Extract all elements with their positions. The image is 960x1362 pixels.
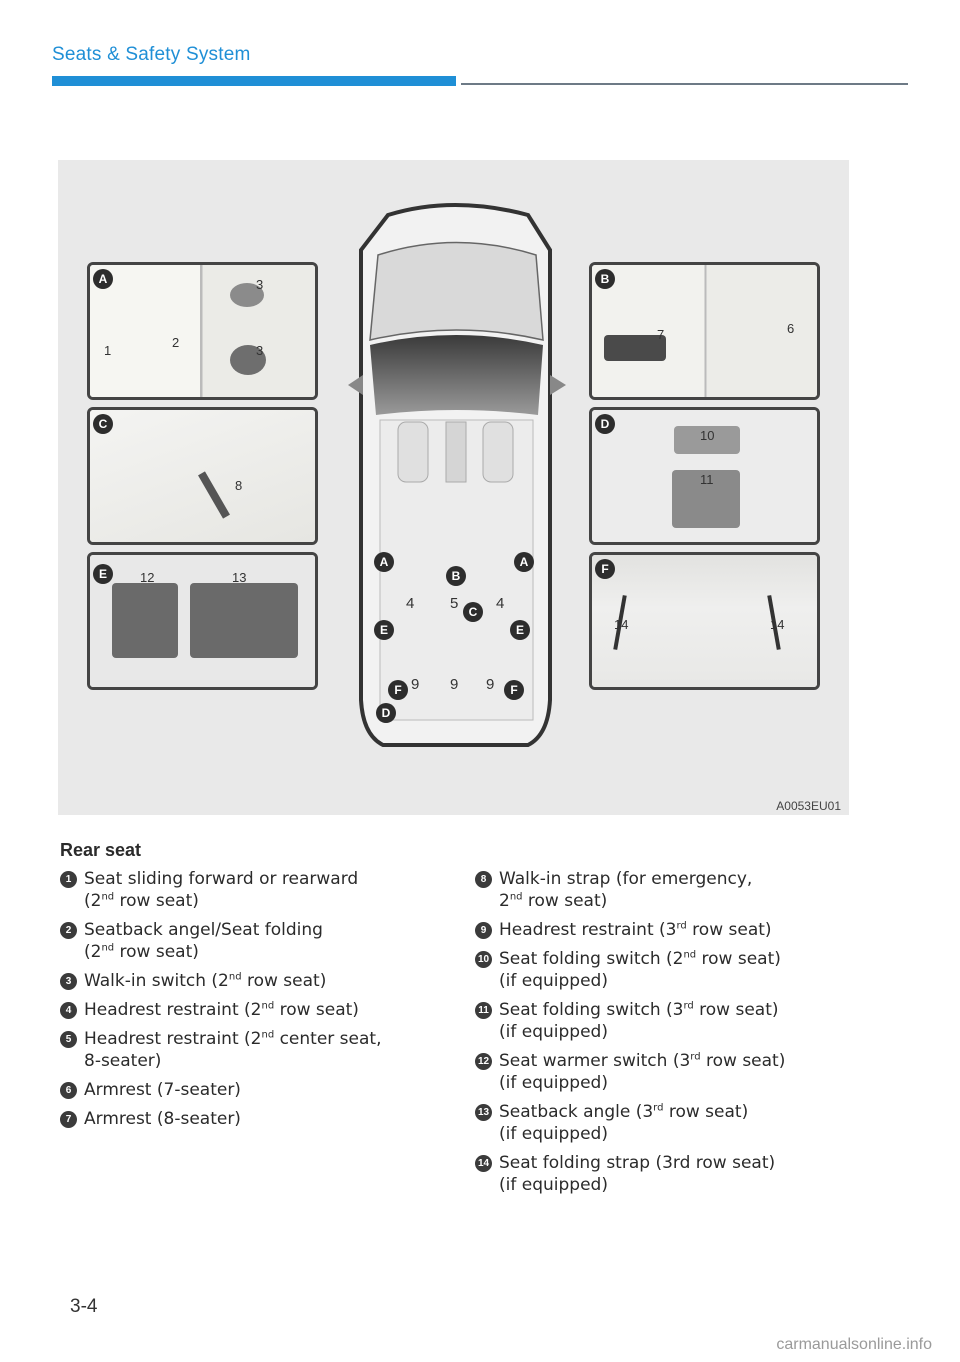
car-callout-5: 5 xyxy=(450,595,459,612)
figure-code: A0053EU01 xyxy=(776,799,841,813)
legend-item-9: 9 Headrest restraint (3rd row seat) xyxy=(475,919,845,941)
legend-item-12: 12 Seat warmer switch (3rd row seat) (if… xyxy=(475,1050,845,1094)
legend-right-column: 8 Walk-in strap (for emergency, 2nd row … xyxy=(475,868,845,1203)
callout-7: 7 xyxy=(657,327,665,342)
panel-a: 1 2 3 3 xyxy=(87,262,318,400)
watermark: carmanualsonline.info xyxy=(776,1336,932,1353)
legend-item-13: 13 Seatback angle (3rd row seat) (if equ… xyxy=(475,1101,845,1145)
marker-7: 7 xyxy=(60,1111,77,1128)
panel-c: 8 xyxy=(87,407,318,545)
header-rule-accent xyxy=(52,76,456,86)
marker-5: 5 xyxy=(60,1031,77,1048)
callout-10: 10 xyxy=(700,428,715,443)
legend-item-5: 5 Headrest restraint (2nd center seat, 8… xyxy=(60,1028,430,1072)
section-heading: Rear seat xyxy=(60,840,142,860)
car-label-a-right: A xyxy=(514,552,534,572)
car-label-c: C xyxy=(463,602,483,622)
callout-12: 12 xyxy=(140,570,155,585)
marker-13: 13 xyxy=(475,1104,492,1121)
panel-f: 14 14 xyxy=(589,552,820,690)
car-label-a-left: A xyxy=(374,552,394,572)
marker-6: 6 xyxy=(60,1082,77,1099)
car-label-d: D xyxy=(376,703,396,723)
callout-3b: 3 xyxy=(256,343,264,358)
legend-item-8: 8 Walk-in strap (for emergency, 2nd row … xyxy=(475,868,845,912)
legend-item-6: 6 Armrest (7-seater) xyxy=(60,1079,430,1101)
car-callout-4-left: 4 xyxy=(406,595,415,612)
panel-label-c: C xyxy=(93,414,113,434)
marker-4: 4 xyxy=(60,1002,77,1019)
panel-label-f: F xyxy=(595,559,615,579)
callout-8: 8 xyxy=(235,478,243,493)
car-windshield xyxy=(369,241,544,341)
legend-item-11: 11 Seat folding switch (3rd row seat) (i… xyxy=(475,999,845,1043)
legend-item-7: 7 Armrest (8-seater) xyxy=(60,1108,430,1130)
marker-12: 12 xyxy=(475,1053,492,1070)
legend-left-column: 1 Seat sliding forward or rearward (2nd … xyxy=(60,868,430,1137)
marker-3: 3 xyxy=(60,973,77,990)
legend-item-1: 1 Seat sliding forward or rearward (2nd … xyxy=(60,868,430,912)
callout-3a: 3 xyxy=(256,277,264,292)
panel-label-e: E xyxy=(93,564,113,584)
callout-11: 11 xyxy=(700,472,714,487)
callout-2: 2 xyxy=(172,335,180,350)
panel-d: 10 11 xyxy=(589,407,820,545)
panel-label-a: A xyxy=(93,269,113,289)
callout-14b: 14 xyxy=(770,617,785,632)
legend-item-4: 4 Headrest restraint (2nd row seat) xyxy=(60,999,430,1021)
car-callout-9-center: 9 xyxy=(450,676,459,693)
seat-diagram-figure: 1 2 3 3 A 8 C 12 13 E 7 6 B 10 11 D xyxy=(58,160,849,815)
car-label-b: B xyxy=(446,566,466,586)
page-number: 3-4 xyxy=(70,1296,98,1317)
header-rule xyxy=(461,83,908,85)
car-callout-4-right: 4 xyxy=(496,595,505,612)
callout-6: 6 xyxy=(787,321,795,336)
panel-label-b: B xyxy=(595,269,615,289)
marker-8: 8 xyxy=(475,871,492,888)
panel-label-d: D xyxy=(595,414,615,434)
legend-item-3: 3 Walk-in switch (2nd row seat) xyxy=(60,970,430,992)
legend-item-2: 2 Seatback angel/Seat folding (2nd row s… xyxy=(60,919,430,963)
car-callout-9-right: 9 xyxy=(486,676,495,693)
car-label-e-right: E xyxy=(510,620,530,640)
marker-11: 11 xyxy=(475,1002,492,1019)
marker-10: 10 xyxy=(475,951,492,968)
section-title: Seats & Safety System xyxy=(52,44,251,65)
marker-1: 1 xyxy=(60,871,77,888)
panel-b: 7 6 xyxy=(589,262,820,400)
car-callout-9-left: 9 xyxy=(411,676,420,693)
car-label-f-left: F xyxy=(388,680,408,700)
marker-9: 9 xyxy=(475,922,492,939)
marker-2: 2 xyxy=(60,922,77,939)
car-label-e-left: E xyxy=(374,620,394,640)
marker-14: 14 xyxy=(475,1155,492,1172)
car-roof-glass xyxy=(370,335,543,415)
legend-item-14: 14 Seat folding strap (3rd row seat) (if… xyxy=(475,1152,845,1196)
car-label-f-right: F xyxy=(504,680,524,700)
legend-item-10: 10 Seat folding switch (2nd row seat) (i… xyxy=(475,948,845,992)
callout-13: 13 xyxy=(232,570,247,585)
callout-14a: 14 xyxy=(614,617,629,632)
callout-1: 1 xyxy=(104,343,112,358)
panel-e: 12 13 xyxy=(87,552,318,690)
